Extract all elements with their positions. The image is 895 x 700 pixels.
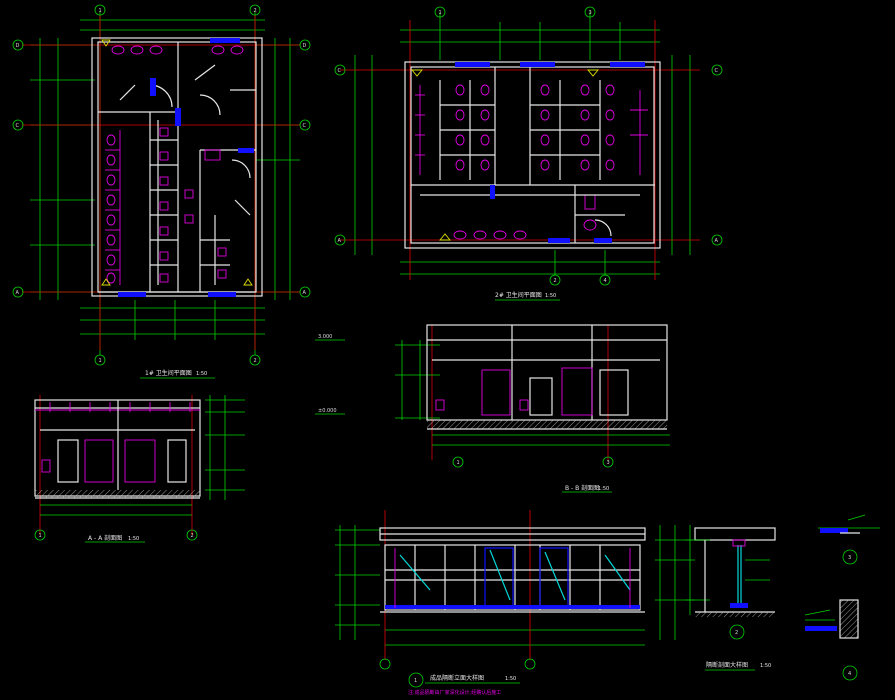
marker-3: 3 — [848, 555, 851, 561]
plan1-axis-bubbles: D C A D C A 1 2 1 2 — [12, 4, 311, 366]
plan2-fixtures — [415, 84, 648, 240]
plan2-axis-bottom-2: 2 — [554, 278, 557, 284]
section-B-B: 3.000 ±0.000 1 3 B - B 剖面图 1:50 — [315, 324, 670, 493]
detail-2: 2 隔断剖面大样图 1:50 — [685, 525, 776, 671]
axis-C-left: C — [16, 123, 20, 129]
plan-1: D C A D C A 1 2 1 2 1# 卫生间平面图 1:50 — [12, 4, 311, 379]
marker-4: 4 — [848, 671, 851, 677]
secB-level-top: 3.000 — [318, 334, 332, 340]
plan2-axis-C-left: C — [338, 68, 342, 74]
secA-scale: 1:50 — [128, 536, 139, 542]
axis-A-right: A — [303, 290, 307, 296]
axis-D-right: D — [303, 43, 307, 49]
secB-axis-3: 3 — [607, 460, 610, 466]
section-A-A: 1 2 A - A 剖面图 1:50 — [34, 395, 245, 543]
secB-level-floor: ±0.000 — [318, 408, 337, 414]
elev-number: 1 — [414, 678, 417, 684]
secA-axis-1: 1 — [39, 533, 42, 539]
plan2-dimensions — [354, 12, 691, 275]
plan1-stalls — [105, 45, 251, 285]
axis-D-left: D — [16, 43, 20, 49]
marker-2: 2 — [735, 630, 738, 636]
secB-title: B - B 剖面图 — [565, 484, 599, 492]
axis-1-top: 1 — [99, 8, 102, 14]
elevation-panels — [385, 545, 640, 610]
secA-axis-2: 2 — [191, 533, 194, 539]
detail-title: 隔断剖面大样图 — [706, 661, 748, 669]
axis-2-bottom: 2 — [254, 358, 257, 364]
detail-4: 4 — [804, 599, 859, 681]
partition-elevation: 1 成品隔断立面大样图 1:50 注:成品隔断由厂家深化设计,经确认后施工 — [335, 510, 695, 696]
plan2-scale: 1:50 — [545, 293, 556, 299]
plan2-axis-A-right: A — [715, 238, 719, 244]
plan2-axis-top-3: 3 — [589, 10, 592, 16]
secB-axis-1: 1 — [457, 460, 460, 466]
plan1-title: 1# 卫生间平面图 — [145, 369, 192, 377]
plan-2: C A C A 1 3 2 4 2# 卫生间平面图 1:50 — [334, 6, 723, 301]
detail-scale: 1:50 — [760, 663, 771, 669]
detail-3: 3 — [818, 514, 880, 565]
plan2-axis-bottom-4: 4 — [604, 278, 607, 284]
plan2-axis-A-left: A — [338, 238, 342, 244]
plan2-axis-top-1: 1 — [439, 10, 442, 16]
plan1-dimensions — [30, 12, 300, 355]
secA-ticks — [49, 402, 191, 412]
plan2-axis-bubbles: C A C A 1 3 2 4 — [334, 6, 723, 286]
secB-scale: 1:50 — [598, 486, 609, 492]
plan2-walls — [404, 61, 661, 249]
plan1-scale: 1:50 — [196, 371, 207, 377]
axis-A-left: A — [16, 290, 20, 296]
axis-2-top: 2 — [254, 8, 257, 14]
elev-note: 注:成品隔断由厂家深化设计,经确认后施工 — [408, 689, 501, 696]
plan1-walls — [91, 37, 263, 297]
elev-title: 成品隔断立面大样图 — [430, 674, 484, 682]
axis-1-bottom: 1 — [99, 358, 102, 364]
plan2-title: 2# 卫生间平面图 — [495, 291, 542, 299]
elev-scale: 1:50 — [505, 676, 516, 682]
plan2-axis-C-right: C — [715, 68, 719, 74]
secA-title: A - A 剖面图 — [88, 534, 122, 542]
axis-C-right: C — [303, 123, 307, 129]
